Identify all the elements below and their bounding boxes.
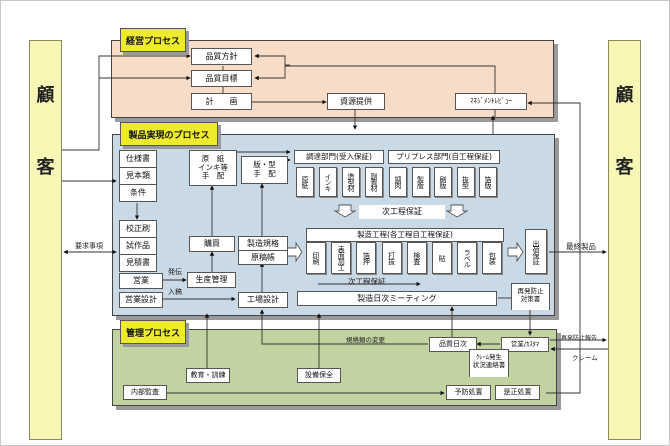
customer-column-left: 顧 客 <box>29 40 62 440</box>
plant-design-box[interactable]: 工場設計 <box>238 292 288 308</box>
product-realization-zone <box>112 134 555 316</box>
materials-arrangement-box[interactable]: 原 紙 インキ等 手 配 <box>189 150 237 186</box>
complaint-report-doc[interactable]: ｸﾚｰﾑ発生 状況連絡書 <box>469 349 509 377</box>
manuscript-ledger-box[interactable]: 原稿帳 <box>238 250 288 265</box>
manufacturing-step-item[interactable]: 打抜 <box>381 242 402 274</box>
prepress-item[interactable]: 調肉 <box>389 167 407 197</box>
procurement-item[interactable]: 副資材 <box>365 167 383 197</box>
preventive-action-box[interactable]: 予防処置 <box>446 385 491 400</box>
customer-label-right-1: 顧 <box>615 85 634 106</box>
prepress-item[interactable]: 刷版 <box>434 167 452 197</box>
spec-change-label: 規格類の変更 <box>346 336 385 344</box>
customer-label-left-2: 客 <box>36 157 55 178</box>
product-realization-title: 製品実現のプロセス <box>120 122 218 146</box>
proof-group: 校正刷 試作品 見積書 <box>119 220 157 274</box>
procurement-dept-header[interactable]: 調達部門(受入保証) <box>294 150 384 164</box>
quality-policy-box[interactable]: 品質方針 <box>191 48 252 65</box>
prepress-item[interactable]: 製版 <box>411 167 430 197</box>
control-process-title: 管理プロセス <box>120 320 186 344</box>
proof-print-box[interactable]: 校正刷 <box>119 220 157 238</box>
procurement-item[interactable]: インキ <box>319 167 337 197</box>
sales-customer-box[interactable]: 営業/ｶｽﾀﾏ <box>501 337 549 352</box>
internal-audit-box[interactable]: 内部監査 <box>123 385 167 400</box>
purchasing-box[interactable]: 購買 <box>189 236 235 252</box>
equipment-maintenance-box[interactable]: 設備保全 <box>297 368 341 383</box>
production-control-box[interactable]: 生産管理 <box>187 272 236 288</box>
next-process-assurance-label: 次工程保証 <box>359 205 445 219</box>
spec-group: 仕様書 見本類 条件 <box>119 150 157 204</box>
conditions-box[interactable]: 条件 <box>119 184 157 202</box>
manufacturing-process-header[interactable]: 製造工程(各工程自工程保証) <box>306 228 504 242</box>
sales-box[interactable]: 営業 <box>119 273 163 289</box>
quality-objectives-box[interactable]: 品質目標 <box>191 70 252 87</box>
manufacturing-step-item[interactable]: 箔押 <box>356 242 377 274</box>
corrective-action-box[interactable]: 是正処置 <box>495 385 540 400</box>
manufacturing-step-item[interactable]: 包装 <box>482 242 503 274</box>
customer-label-right-2: 客 <box>615 157 634 178</box>
manuscript-receipt-label: 入稿 <box>168 288 182 296</box>
customer-column-right: 顧 客 <box>608 40 641 440</box>
recurrence-report-label: 再発防止報告 <box>561 335 598 342</box>
final-product-label: 最終製品 <box>566 242 596 251</box>
quality-daily-box[interactable]: 品質日次 <box>429 337 477 352</box>
manufacturing-step-item[interactable]: ラベル <box>457 242 478 274</box>
manufacturing-step-item[interactable]: 印刷 <box>306 242 326 274</box>
prepress-dept-header[interactable]: プリプレス部門(自工程保証) <box>388 150 500 164</box>
requirements-label: 要求事項 <box>75 242 103 250</box>
complaint-label: クレーム <box>572 354 598 362</box>
plate-die-arrangement-box[interactable]: 版・型 手 配 <box>241 156 288 184</box>
mfg-standard-group: 製造規格 原稿帳 <box>238 236 288 266</box>
management-process-title: 経営プロセス <box>120 28 186 52</box>
samples-box[interactable]: 見本類 <box>119 167 157 185</box>
resource-provision-box[interactable]: 資源提供 <box>327 93 385 110</box>
plan-box[interactable]: 計 画 <box>191 93 252 110</box>
spec-document-box[interactable]: 仕様書 <box>119 150 157 168</box>
prototype-box[interactable]: 試作品 <box>119 237 157 255</box>
education-training-box[interactable]: 教育・訓練 <box>186 368 230 383</box>
manufacturing-step-item[interactable]: 検査 <box>406 242 427 274</box>
shipping-assurance-box[interactable]: 出荷保証 <box>525 229 547 274</box>
recurrence-prevention-doc[interactable]: 再発防止 対策書 <box>511 283 550 310</box>
prepress-item[interactable]: 抜型 <box>456 167 475 197</box>
estimate-box[interactable]: 見積書 <box>119 254 157 272</box>
manufacturing-step-item[interactable]: 貼 <box>432 242 452 274</box>
next-process-assurance-label-2: 次工程保証 <box>348 277 386 286</box>
prepress-item[interactable]: 箔版 <box>479 167 497 197</box>
order-issue-label: 発伝 <box>168 268 182 276</box>
procurement-item[interactable]: 造型材 <box>342 167 360 197</box>
manufacturing-step-item[interactable]: 表面加工 <box>331 242 352 274</box>
management-review-box[interactable]: ﾏﾈｼﾞﾒﾝﾄﾚﾋﾞｭｰ <box>455 93 527 110</box>
procurement-item[interactable]: 原紙 <box>296 167 314 197</box>
sales-design-box[interactable]: 営業設計 <box>119 292 163 308</box>
mfg-standard-box[interactable]: 製造規格 <box>238 236 288 251</box>
customer-label-left-1: 顧 <box>36 85 55 106</box>
daily-mfg-meeting-box[interactable]: 製造日次ミーティング <box>297 291 497 306</box>
